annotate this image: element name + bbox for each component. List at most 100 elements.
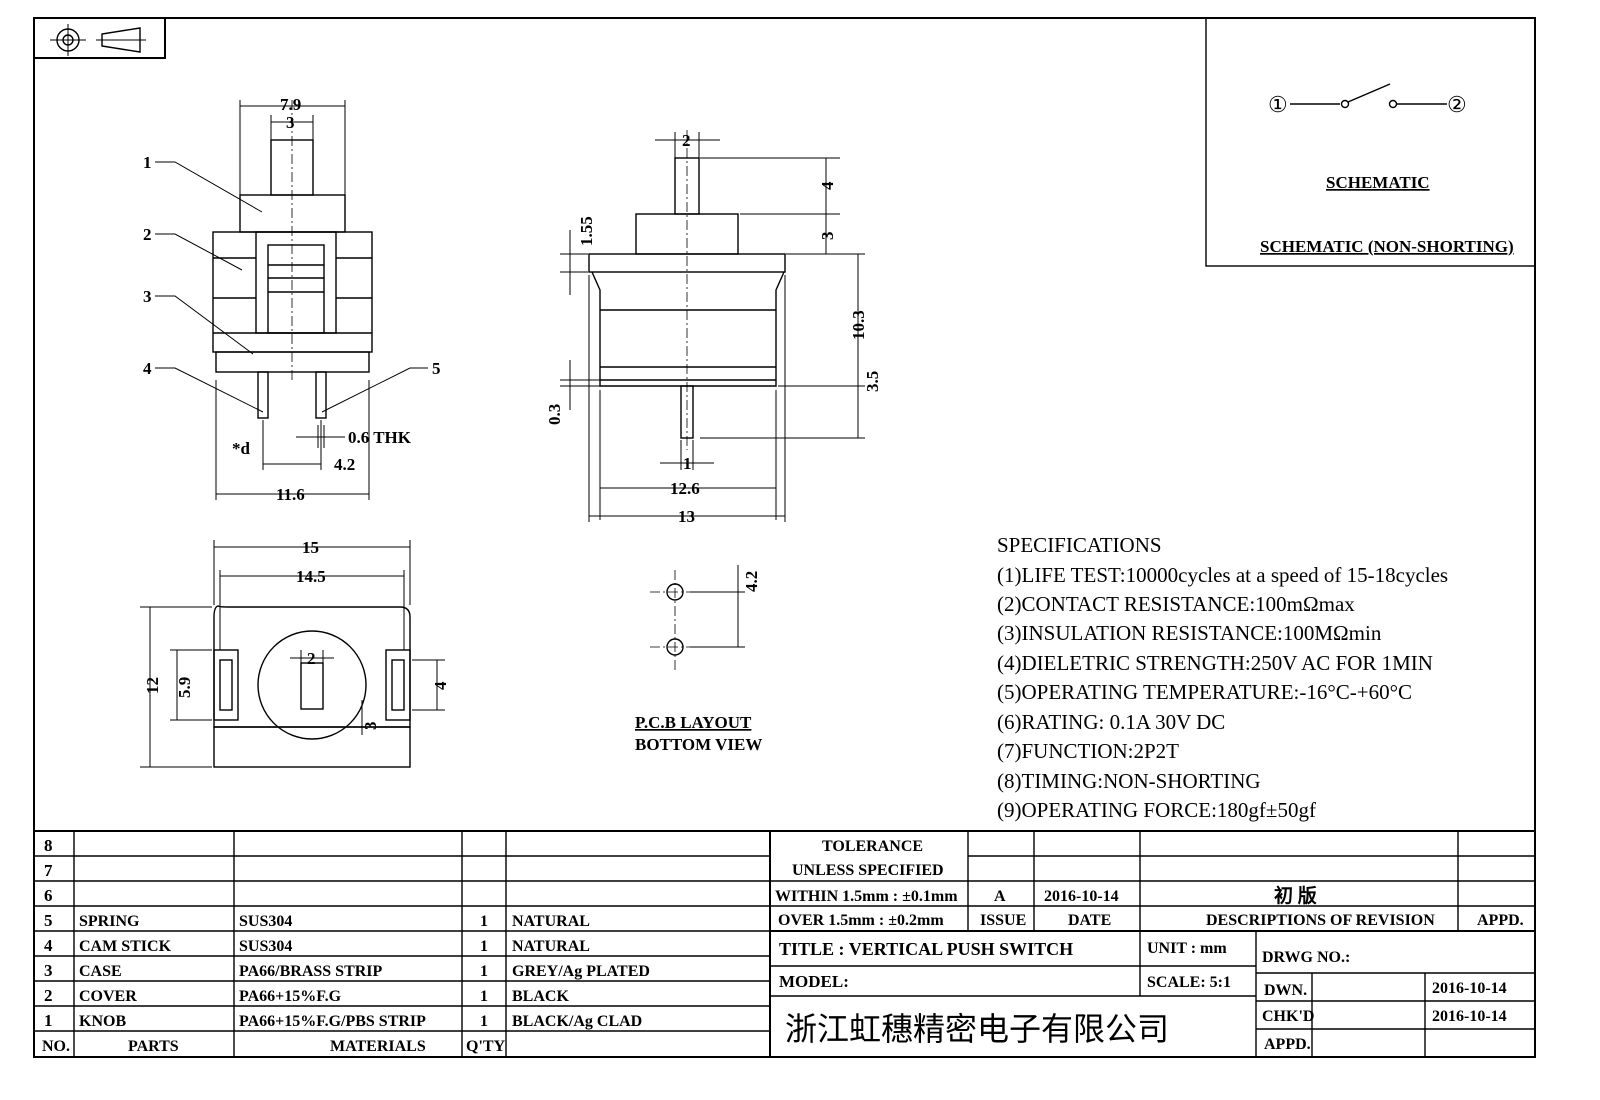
bom-cell-finish: NATURAL (512, 913, 590, 930)
bottom-view: 15 14.5 12 5.9 2 3 4 (140, 538, 450, 768)
pcb-layout-subtitle: BOTTOM VIEW (635, 735, 762, 754)
bom-cell-qty: 1 (480, 913, 488, 930)
dim-4: 4 (818, 181, 837, 190)
date-header: DATE (1068, 912, 1111, 929)
spec-item: (1)LIFE TEST:10000cycles at a speed of 1… (997, 563, 1448, 587)
bom-header-parts: PARTS (128, 1038, 179, 1055)
front-view: 7.9 3 11.6 4.2 0.6 THK *d 1 2 3 4 5 (143, 95, 441, 504)
sheet-border (33, 17, 1536, 1058)
bom-cell-no: 7 (44, 861, 53, 880)
dim-1.55: 1.55 (577, 216, 596, 246)
bom-cell-part: KNOB (79, 1013, 126, 1030)
callout-4: 4 (143, 359, 152, 378)
dim-12.6: 12.6 (670, 479, 700, 498)
title-block: TOLERANCE UNLESS SPECIFIED WITHIN 1.5mm … (770, 831, 1535, 1057)
tolerance-label: TOLERANCE (822, 838, 923, 855)
spec-item: (6)RATING: 0.1A 30V DC (997, 710, 1225, 734)
company-name: 浙江虹穗精密电子有限公司 (785, 1010, 1169, 1048)
bom-cell-material: SUS304 (239, 938, 292, 955)
model: MODEL: (779, 972, 849, 991)
tolerance-over: OVER 1.5mm : ±0.2mm (778, 912, 944, 929)
bom-header-no: NO. (42, 1038, 70, 1055)
bom-cell-part: CASE (79, 963, 122, 980)
table-row: 2 COVER PA66+15%F.G 1 BLACK (44, 986, 569, 1005)
spec-item: (8)TIMING:NON-SHORTING (997, 769, 1261, 793)
tolerance-within: WITHIN 1.5mm : ±0.1mm (775, 888, 958, 905)
revision-issue: A (994, 888, 1006, 905)
bom-cell-qty: 1 (480, 938, 488, 955)
callout-2: 2 (143, 225, 152, 244)
bom-cell-qty: 1 (480, 988, 488, 1005)
schematic-pin2: ② (1447, 92, 1467, 117)
revision-description: 初 版 (1274, 884, 1317, 907)
appd-label: APPD. (1264, 1036, 1311, 1053)
bom-cell-no: 1 (44, 1011, 53, 1030)
bom-cell-finish: BLACK (512, 988, 569, 1005)
schematic-panel: ① ② SCHEMATIC SCHEMATIC (NON-SHORTING) (1205, 17, 1536, 267)
scale: SCALE: 5:1 (1147, 974, 1231, 991)
dim-7.9: 7.9 (280, 95, 301, 114)
bom-cell-part: CAM STICK (79, 938, 172, 955)
pcb-layout-title: P.C.B LAYOUT (635, 713, 752, 732)
dim-4-bottom: 4 (431, 681, 450, 690)
callout-3: 3 (143, 287, 152, 306)
dim-3-side: 3 (818, 232, 837, 241)
dim-10.3: 10.3 (849, 310, 868, 340)
unit: UNIT : mm (1147, 940, 1227, 957)
bom-cell-no: 6 (44, 886, 53, 905)
table-row: 1 KNOB PA66+15%F.G/PBS STRIP 1 BLACK/Ag CLAD (44, 1011, 642, 1030)
table-row: 7 (44, 861, 53, 880)
bom-cell-part: COVER (79, 988, 137, 1005)
drawing-title: TITLE : VERTICAL PUSH SWITCH (779, 939, 1073, 959)
bom-cell-material: SUS304 (239, 913, 292, 930)
spec-item: (7)FUNCTION:2P2T (997, 739, 1179, 763)
callout-5: 5 (432, 359, 441, 378)
bom-header-qty: Q'TY (466, 1038, 506, 1055)
revision-date: 2016-10-14 (1044, 888, 1119, 905)
table-row: 6 (44, 886, 53, 905)
pcb-layout: 4.2 P.C.B LAYOUT BOTTOM VIEW (635, 565, 762, 754)
bom-table (34, 830, 1535, 1057)
bom-cell-finish: BLACK/Ag CLAD (512, 1013, 642, 1030)
dim-d: *d (232, 439, 251, 458)
dim-0.3: 0.3 (545, 404, 564, 425)
bom-cell-no: 8 (44, 836, 53, 855)
bom-cell-qty: 1 (480, 963, 488, 980)
bom-cell-qty: 1 (480, 1013, 488, 1030)
dim-1: 1 (683, 454, 692, 473)
spec-item: (4)DIELETRIC STRENGTH:250V AC FOR 1MIN (997, 651, 1433, 675)
chkd-label: CHK'D (1262, 1008, 1314, 1025)
bom-cell-no: 3 (44, 961, 53, 980)
dwn-label: DWN. (1264, 982, 1307, 999)
dim-15: 15 (302, 538, 319, 557)
dim-2: 2 (682, 131, 691, 150)
specifications: SPECIFICATIONS (1)LIFE TEST:10000cycles … (997, 533, 1448, 822)
bom-cell-part: SPRING (79, 913, 140, 930)
dim-12: 12 (143, 677, 162, 694)
table-row: 8 (44, 836, 53, 855)
first-angle-projection-icon (33, 17, 166, 59)
bom-cell-material: PA66+15%F.G/PBS STRIP (239, 1013, 426, 1030)
bom-header-materials: MATERIALS (330, 1038, 426, 1055)
bom-cell-finish: NATURAL (512, 938, 590, 955)
schematic-label: SCHEMATIC (1326, 173, 1430, 192)
dim-14.5: 14.5 (296, 567, 326, 586)
dim-0.6-thk: 0.6 THK (348, 428, 412, 447)
table-row: 4 CAM STICK SUS304 1 NATURAL (44, 936, 590, 955)
bom-cell-no: 4 (44, 936, 53, 955)
dim-2-bottom: 2 (307, 649, 316, 668)
bom-cell-material: PA66+15%F.G (239, 988, 342, 1005)
schematic-caption: SCHEMATIC (NON-SHORTING) (1260, 237, 1514, 256)
dim-3-bottom: 3 (361, 722, 380, 731)
callout-1: 1 (143, 153, 152, 172)
bom-cell-material: PA66/BRASS STRIP (239, 963, 383, 980)
dim-5.9: 5.9 (175, 677, 194, 698)
dim-pcb-4.2: 4.2 (742, 571, 761, 592)
spec-item: (5)OPERATING TEMPERATURE:-16°C-+60°C (997, 680, 1412, 704)
spec-item: (3)INSULATION RESISTANCE:100MΩmin (997, 621, 1382, 645)
dim-3: 3 (286, 113, 295, 132)
bom-cell-no: 2 (44, 986, 53, 1005)
